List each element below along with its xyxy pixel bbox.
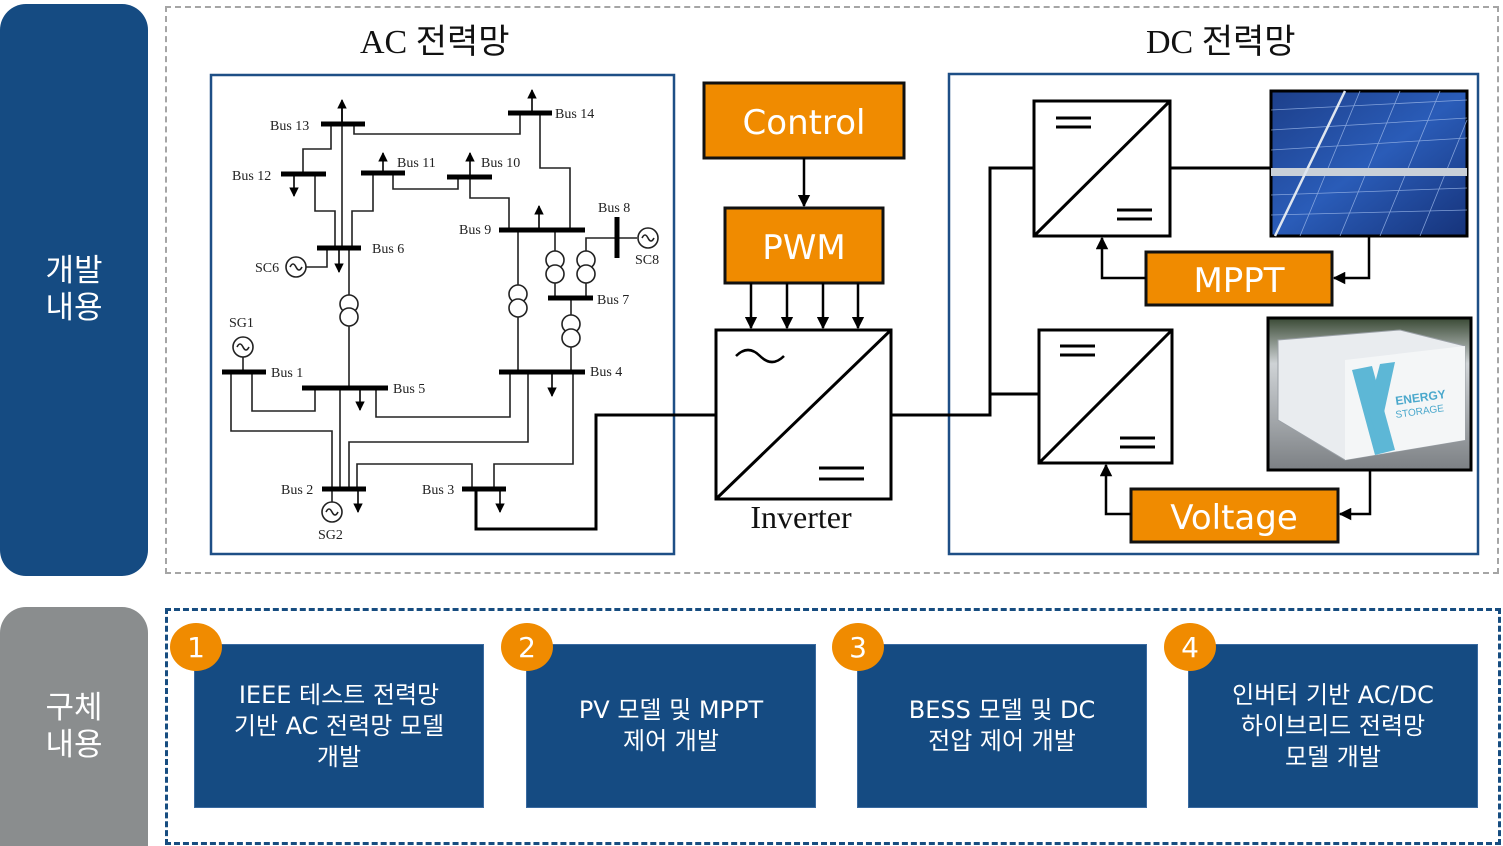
bus-3-label: Bus 3 (422, 483, 454, 498)
detailed-content-tab: 구체 내용 (0, 607, 148, 846)
bus-11-label: Bus 11 (397, 156, 436, 171)
system-diagram: Bus 1 Bus 2 Bus 3 Bus 4 Bus 5 Bus 6 Bus … (209, 72, 1480, 556)
mppt-to-converter-arrow (1095, 236, 1146, 280)
bus-7-label: Bus 7 (597, 293, 629, 308)
inverter-label: Inverter (750, 499, 852, 535)
step-badge-2: 2 (501, 623, 553, 671)
development-content-label: 개발 내용 (45, 253, 103, 326)
detail-card-1: IEEE 테스트 전력망 기반 AC 전력망 모델 개발 (194, 644, 484, 808)
details-panel (165, 608, 1501, 845)
detailed-content-label: 구체 내용 (45, 689, 103, 763)
generators (232, 227, 659, 523)
bus-10-label: Bus 10 (481, 156, 520, 171)
bus-9-label: Bus 9 (459, 223, 491, 238)
sc8-label: SC8 (635, 253, 659, 268)
voltage-label: Voltage (1170, 498, 1298, 538)
voltage-block: Voltage (1129, 487, 1340, 544)
voltage-to-converter-arrow (1099, 463, 1131, 516)
detail-card-4: 인버터 기반 AC/DC 하이브리드 전력망 모델 개발 (1188, 644, 1478, 808)
bus-13-label: Bus 13 (270, 119, 309, 134)
control-block: Control (702, 81, 906, 160)
sg1-label: SG1 (229, 316, 254, 331)
bus-6-label: Bus 6 (372, 242, 404, 257)
pwm-label: PWM (762, 228, 845, 268)
mppt-block: MPPT (1144, 250, 1334, 307)
ac-lines (230, 108, 637, 502)
bus-2-label: Bus 2 (281, 483, 313, 498)
detail-card-2: PV 모델 및 MPPT 제어 개발 (526, 644, 816, 808)
load-arrows (289, 89, 557, 513)
bess-dc-converter (1037, 328, 1174, 465)
step-badge-3: 3 (832, 623, 884, 671)
sg2-label: SG2 (318, 528, 343, 543)
bess-to-voltage-arrow (1338, 470, 1372, 521)
step-badge-1: 1 (170, 623, 222, 671)
transformers (339, 250, 596, 348)
detail-card-3: BESS 모델 및 DC 전압 제어 개발 (857, 644, 1147, 808)
bus-14-label: Bus 14 (555, 107, 594, 122)
energy-storage-text: ENERGY (1394, 387, 1446, 408)
development-content-tab: 개발 내용 (0, 4, 148, 576)
inverter-block: Inverter (714, 328, 893, 535)
pwm-signal-arrows (744, 283, 865, 330)
sc6-label: SC6 (255, 261, 279, 276)
detail-card-2-text: PV 모델 및 MPPT 제어 개발 (578, 696, 764, 755)
bus-1-label: Bus 1 (271, 366, 303, 381)
development-panel (165, 6, 1499, 574)
mppt-label: MPPT (1193, 261, 1284, 301)
dc-grid-title: DC 전력망 (1146, 24, 1296, 61)
dc-bus-line (891, 166, 1034, 417)
pv-dc-converter (1032, 99, 1172, 238)
bus-8-label: Bus 8 (598, 201, 630, 216)
pv-to-mppt-arrow (1332, 236, 1371, 285)
ac-grid-title: AC 전력망 (360, 24, 510, 61)
bus-4-label: Bus 4 (590, 365, 622, 380)
step-badge-4: 4 (1164, 623, 1216, 671)
detail-card-4-text: 인버터 기반 AC/DC 하이브리드 전력망 모델 개발 (1232, 680, 1434, 771)
detail-card-1-text: IEEE 테스트 전력망 기반 AC 전력망 모델 개발 (233, 680, 445, 771)
detail-card-3-text: BESS 모델 및 DC 전압 제어 개발 (908, 696, 1096, 755)
bess-container-image: ENERGY STORAGE (1266, 316, 1473, 472)
pwm-block: PWM (723, 206, 885, 285)
ac-to-inverter-line (474, 413, 716, 531)
control-label: Control (743, 103, 866, 143)
ac-symbol-icon (735, 348, 785, 364)
bus-12-label: Bus 12 (232, 169, 271, 184)
pv-panel-image (1269, 89, 1469, 238)
bus-5-label: Bus 5 (393, 382, 425, 397)
